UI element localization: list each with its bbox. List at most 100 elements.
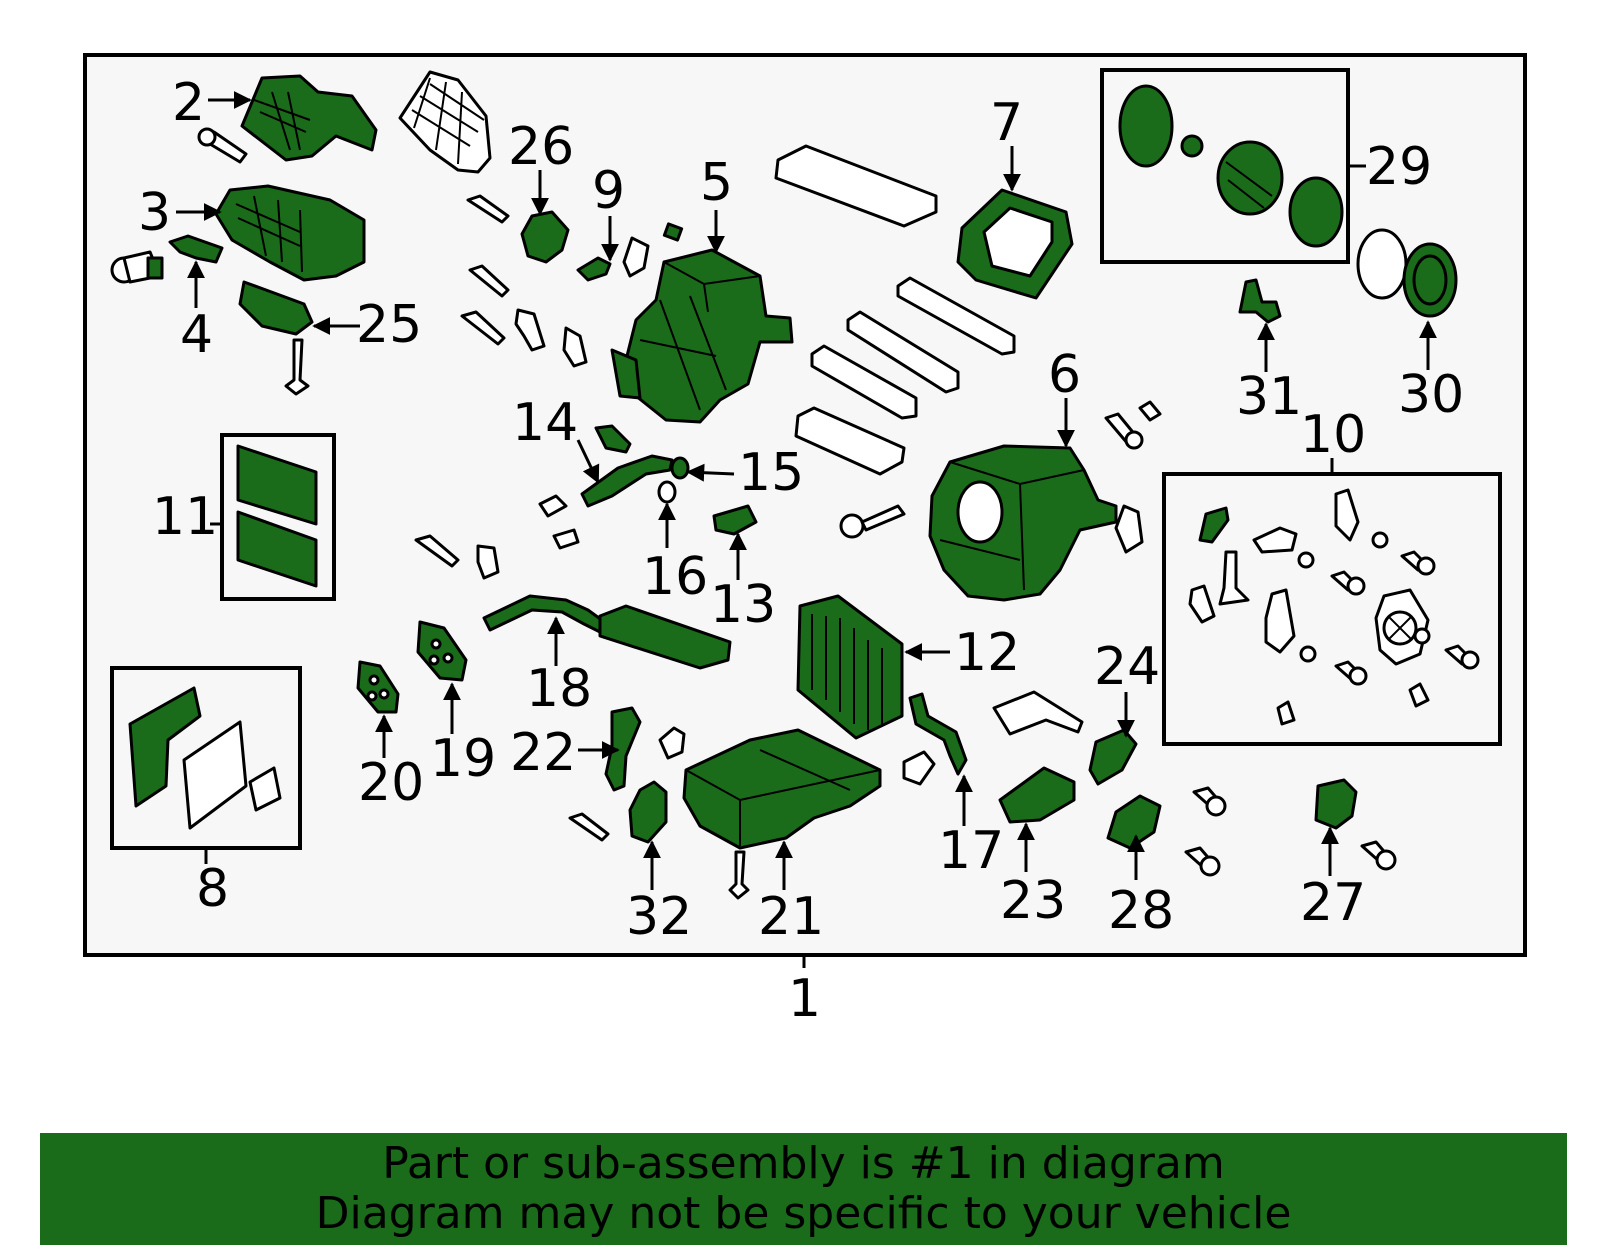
part-10-clip-a[interactable] — [1408, 682, 1430, 708]
part-filter-frame-b[interactable] — [896, 276, 1016, 356]
callout-7[interactable]: 7 — [990, 93, 1023, 153]
callout-16[interactable]: 16 — [642, 547, 708, 607]
part-2-case-upper[interactable] — [240, 74, 378, 162]
part-16-oring[interactable] — [657, 480, 677, 504]
part-filter-frame-c[interactable] — [846, 310, 960, 394]
part-28-actuator[interactable] — [1106, 794, 1162, 850]
callout-8[interactable]: 8 — [196, 859, 229, 919]
part-screw-g[interactable] — [414, 534, 460, 568]
part-10-oring-a[interactable] — [1371, 531, 1389, 549]
part-screw-d[interactable] — [1104, 412, 1144, 450]
part-7-cover[interactable] — [956, 188, 1074, 300]
part-link-b[interactable] — [562, 326, 588, 368]
part-filter-frame-a[interactable] — [774, 144, 938, 228]
part-10-oring-b[interactable] — [1297, 551, 1315, 569]
part-14-bolt[interactable] — [594, 424, 632, 454]
part-30-ring[interactable] — [1356, 228, 1458, 318]
callout-2[interactable]: 2 — [172, 73, 205, 133]
callout-14[interactable]: 14 — [512, 393, 578, 453]
part-21-bolt[interactable] — [728, 850, 750, 900]
part-23-actuator[interactable] — [998, 766, 1076, 824]
part-10-motor-plate[interactable] — [1374, 588, 1430, 666]
part-20-grommet[interactable] — [356, 660, 400, 714]
callout-24[interactable]: 24 — [1094, 637, 1160, 697]
callout-15[interactable]: 15 — [738, 443, 804, 503]
part-11-filter-a[interactable] — [236, 444, 318, 526]
part-10-clip-b[interactable] — [1276, 700, 1296, 726]
callout-23[interactable]: 23 — [1000, 871, 1066, 931]
part-clip-small[interactable] — [662, 222, 684, 242]
part-9-valve[interactable] — [576, 256, 612, 282]
part-12-evaporator[interactable] — [796, 594, 904, 740]
callout-11[interactable]: 11 — [152, 487, 218, 547]
part-10-screw-c[interactable] — [1334, 660, 1368, 686]
part-2-screw[interactable] — [197, 127, 248, 164]
callout-30[interactable]: 30 — [1398, 365, 1464, 425]
callout-25[interactable]: 25 — [356, 295, 422, 355]
part-19-grommet[interactable] — [416, 620, 468, 682]
part-15-oring[interactable] — [670, 456, 690, 480]
part-clip-14b[interactable] — [552, 528, 580, 550]
callout-26[interactable]: 26 — [508, 117, 574, 177]
callout-22[interactable]: 22 — [510, 723, 576, 783]
part-screw-o[interactable] — [1360, 840, 1397, 871]
part-18-heater-core[interactable] — [598, 604, 732, 670]
part-filter-frame-d[interactable] — [810, 344, 918, 420]
part-screw-a[interactable] — [466, 194, 510, 224]
part-25-bracket[interactable] — [238, 280, 314, 336]
part-screw-c[interactable] — [460, 310, 506, 346]
part-29-blower-motor[interactable] — [1118, 84, 1344, 248]
callout-27[interactable]: 27 — [1300, 873, 1366, 933]
callout-31[interactable]: 31 — [1236, 367, 1302, 427]
part-10-lever-b[interactable] — [1334, 488, 1360, 542]
part-8-insulation-a[interactable] — [128, 686, 202, 808]
part-8-insulation-b[interactable] — [182, 720, 248, 830]
part-actuator-small[interactable] — [110, 250, 164, 284]
part-inlet-screen[interactable] — [398, 70, 492, 174]
part-5-heater-case[interactable] — [610, 248, 794, 424]
part-bracket-l[interactable] — [992, 690, 1084, 736]
part-link-a[interactable] — [514, 308, 546, 352]
part-screw-b[interactable] — [468, 264, 510, 298]
part-10-oring-d[interactable] — [1413, 627, 1431, 645]
part-clip-i[interactable] — [658, 726, 686, 760]
part-6-seal[interactable] — [1114, 504, 1144, 554]
part-bracket-h[interactable] — [476, 544, 500, 580]
part-25-bolt[interactable] — [284, 338, 310, 396]
part-bracket-k[interactable] — [902, 750, 936, 786]
part-10-screw-d[interactable] — [1444, 644, 1480, 670]
part-3-case-lower[interactable] — [214, 184, 366, 282]
part-31-hose[interactable] — [1238, 278, 1282, 324]
callout-6[interactable]: 6 — [1048, 345, 1081, 405]
callout-29[interactable]: 29 — [1366, 137, 1432, 197]
callout-17[interactable]: 17 — [938, 821, 1004, 881]
part-8-insulation-c[interactable] — [248, 766, 282, 812]
callout-20[interactable]: 20 — [358, 753, 424, 813]
part-32-bracket[interactable] — [628, 780, 668, 844]
part-10-arm[interactable] — [1264, 588, 1296, 654]
part-screw-m[interactable] — [1192, 786, 1227, 817]
part-14-pipe[interactable] — [580, 454, 674, 508]
part-filter-grid[interactable] — [794, 406, 906, 476]
callout-28[interactable]: 28 — [1108, 881, 1174, 941]
callout-3[interactable]: 3 — [138, 183, 171, 243]
callout-21[interactable]: 21 — [758, 887, 824, 947]
part-clip-e[interactable] — [1138, 400, 1162, 422]
part-10-rod[interactable] — [1198, 506, 1230, 544]
callout-32[interactable]: 32 — [626, 887, 692, 947]
part-11-filter-b[interactable] — [236, 510, 318, 588]
part-screw-n[interactable] — [1184, 846, 1221, 877]
callout-5[interactable]: 5 — [700, 153, 733, 213]
part-10-oring-c[interactable] — [1299, 645, 1317, 663]
part-clip-14[interactable] — [538, 494, 568, 518]
part-26-actuator[interactable] — [520, 210, 570, 264]
part-10-pin[interactable] — [1218, 550, 1250, 606]
part-4-seal[interactable] — [168, 234, 224, 264]
part-21-drain-case[interactable] — [682, 728, 882, 850]
part-6-blower-case[interactable] — [928, 444, 1118, 602]
part-flap-seal[interactable] — [622, 236, 650, 278]
part-10-screw-b[interactable] — [1330, 570, 1366, 596]
callout-18[interactable]: 18 — [526, 659, 592, 719]
callout-9[interactable]: 9 — [592, 161, 625, 221]
callout-19[interactable]: 19 — [430, 729, 496, 789]
